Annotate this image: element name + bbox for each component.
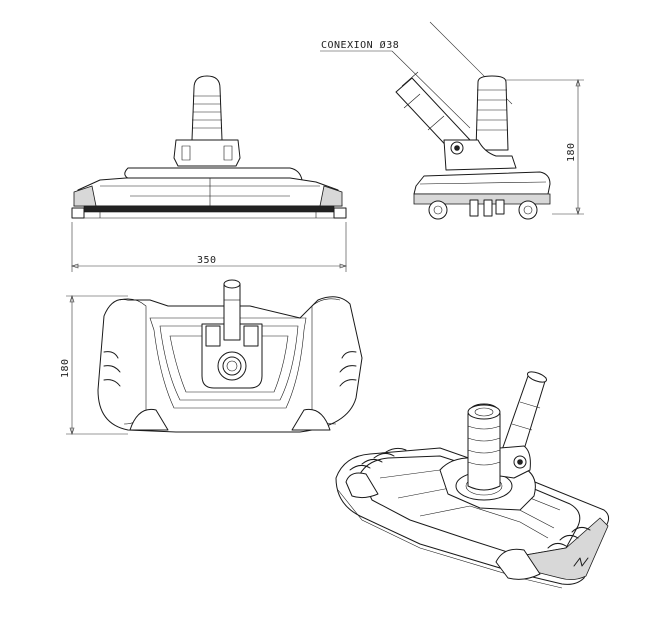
signature-mark bbox=[573, 557, 589, 567]
isometric-view bbox=[335, 371, 610, 589]
dim-height-top-label: 180 bbox=[60, 358, 71, 378]
top-view: 180 bbox=[60, 279, 363, 435]
dim-height-side-label: 180 bbox=[566, 142, 577, 162]
side-view: CONEXION Ø38 180 bbox=[320, 21, 584, 220]
connection-label: CONEXION Ø38 bbox=[321, 39, 399, 51]
front-view: 350 bbox=[71, 75, 347, 272]
dim-width-label: 350 bbox=[197, 255, 217, 266]
